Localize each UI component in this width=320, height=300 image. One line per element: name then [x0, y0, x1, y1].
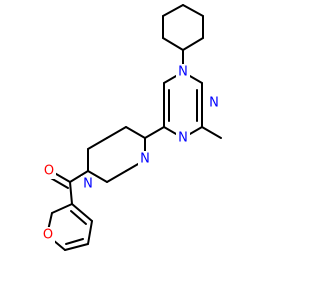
atom-n-pyrimidine-1: N — [207, 95, 221, 111]
atom-n-piperazine-2: N — [81, 176, 95, 192]
atom-label-o: O — [43, 228, 53, 243]
structure-canvas: N N N N N O O — [41, 4, 222, 251]
bond — [51, 203, 73, 214]
atom-n-piperazine-1: N — [138, 151, 152, 167]
bond — [106, 126, 127, 139]
piperidine-ring — [162, 4, 204, 73]
bond — [106, 170, 127, 183]
bond — [182, 37, 204, 51]
bond — [125, 126, 146, 139]
bond — [64, 243, 89, 251]
bond — [69, 181, 73, 205]
bond — [87, 220, 93, 245]
pyrimidine-ring — [163, 71, 222, 139]
bond — [144, 126, 165, 139]
molecule-drawing: N N N N N O O — [41, 4, 222, 251]
bond — [201, 126, 222, 139]
bond — [87, 137, 108, 150]
bond — [65, 238, 84, 245]
atom-label-n: N — [178, 65, 188, 80]
atom-o-furan: O — [41, 227, 55, 243]
atom-o-carbonyl: O — [42, 163, 56, 179]
atom-n-piperidine: N — [176, 64, 190, 80]
bond — [69, 170, 89, 183]
atom-label-n: N — [178, 131, 188, 146]
atom-label-o: O — [44, 164, 54, 179]
atom-labels: N N N N N O O — [41, 64, 221, 243]
bond — [182, 4, 204, 17]
bond — [162, 4, 184, 17]
atom-label-n: N — [83, 177, 93, 192]
atom-n-pyrimidine-2: N — [176, 130, 190, 146]
atom-label-n: N — [209, 96, 219, 111]
bond — [87, 170, 108, 183]
bond — [70, 210, 87, 225]
piperazine-ring — [87, 126, 146, 183]
bond — [71, 203, 93, 222]
atom-label-n: N — [140, 152, 150, 167]
bond — [162, 37, 184, 51]
